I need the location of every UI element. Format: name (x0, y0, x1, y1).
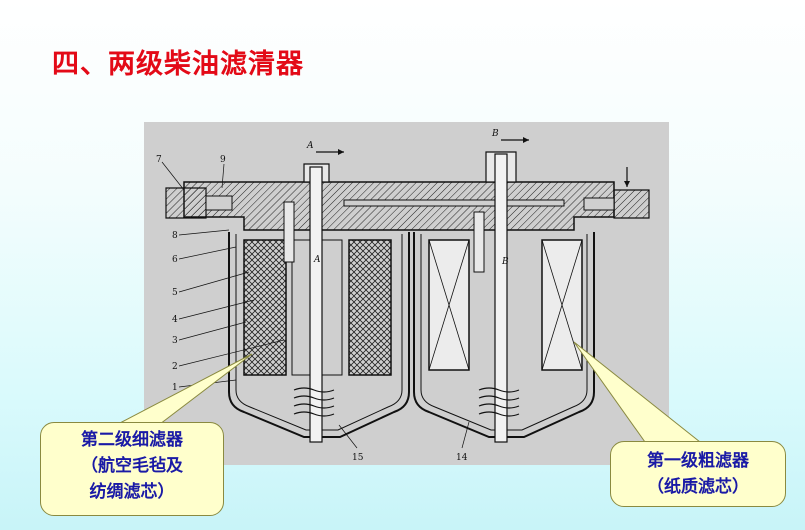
right-spring (478, 387, 520, 417)
right-valve (473, 211, 485, 273)
first-stage-desc: （纸质滤芯） (647, 477, 749, 497)
first-stage-title: 第一级粗滤器 (647, 451, 749, 471)
flow-label-a-bottom: A (313, 255, 321, 265)
label-1: 1 (172, 383, 178, 393)
label-8: 7 (156, 155, 162, 165)
first-stage-callout: 第一级粗滤器 （纸质滤芯） (610, 441, 786, 507)
filter-cross-section-figure: 7 9 8 6 5 4 3 2 1 14 15 A A B B (144, 122, 669, 465)
fine-element-right (348, 239, 392, 376)
flow-label-b-bottom: B (501, 257, 509, 267)
label-14: 14 (456, 453, 468, 463)
second-stage-callout: 第二级细滤器 （航空毛毡及 纺绸滤芯） (40, 422, 224, 516)
fine-element-left (243, 239, 287, 376)
flow-label-a-top: A (306, 141, 314, 151)
label-15: 15 (352, 453, 364, 463)
left-callout-pointer (117, 353, 253, 425)
label-7: 8 (172, 231, 178, 241)
page-title: 四、两级柴油滤清器 (52, 49, 304, 80)
label-6: 6 (172, 255, 178, 265)
left-fitting (165, 187, 207, 219)
leader-lines (161, 161, 470, 449)
left-center-rod (309, 166, 323, 443)
label-4: 4 (172, 315, 178, 325)
filter-cross-section-drawing: 7 9 8 6 5 4 3 2 1 14 15 A A B B (156, 129, 650, 463)
left-valve (283, 201, 295, 263)
left-spring (293, 387, 335, 417)
second-stage-title: 第二级细滤器 (81, 430, 183, 450)
label-3: 3 (172, 336, 178, 346)
right-callout-pointer (573, 341, 702, 443)
right-center-rod (494, 153, 508, 443)
internal-channel (343, 199, 565, 207)
left-fitting-bore (205, 195, 233, 211)
label-9: 9 (220, 155, 226, 165)
flow-label-b-top: B (491, 129, 499, 139)
second-stage-desc-2: 纺绸滤芯） (89, 482, 175, 502)
second-stage-desc-1: （航空毛毡及 (81, 456, 183, 476)
label-2: 2 (172, 362, 178, 372)
label-5: 5 (172, 288, 178, 298)
right-fitting-bore (583, 197, 615, 211)
